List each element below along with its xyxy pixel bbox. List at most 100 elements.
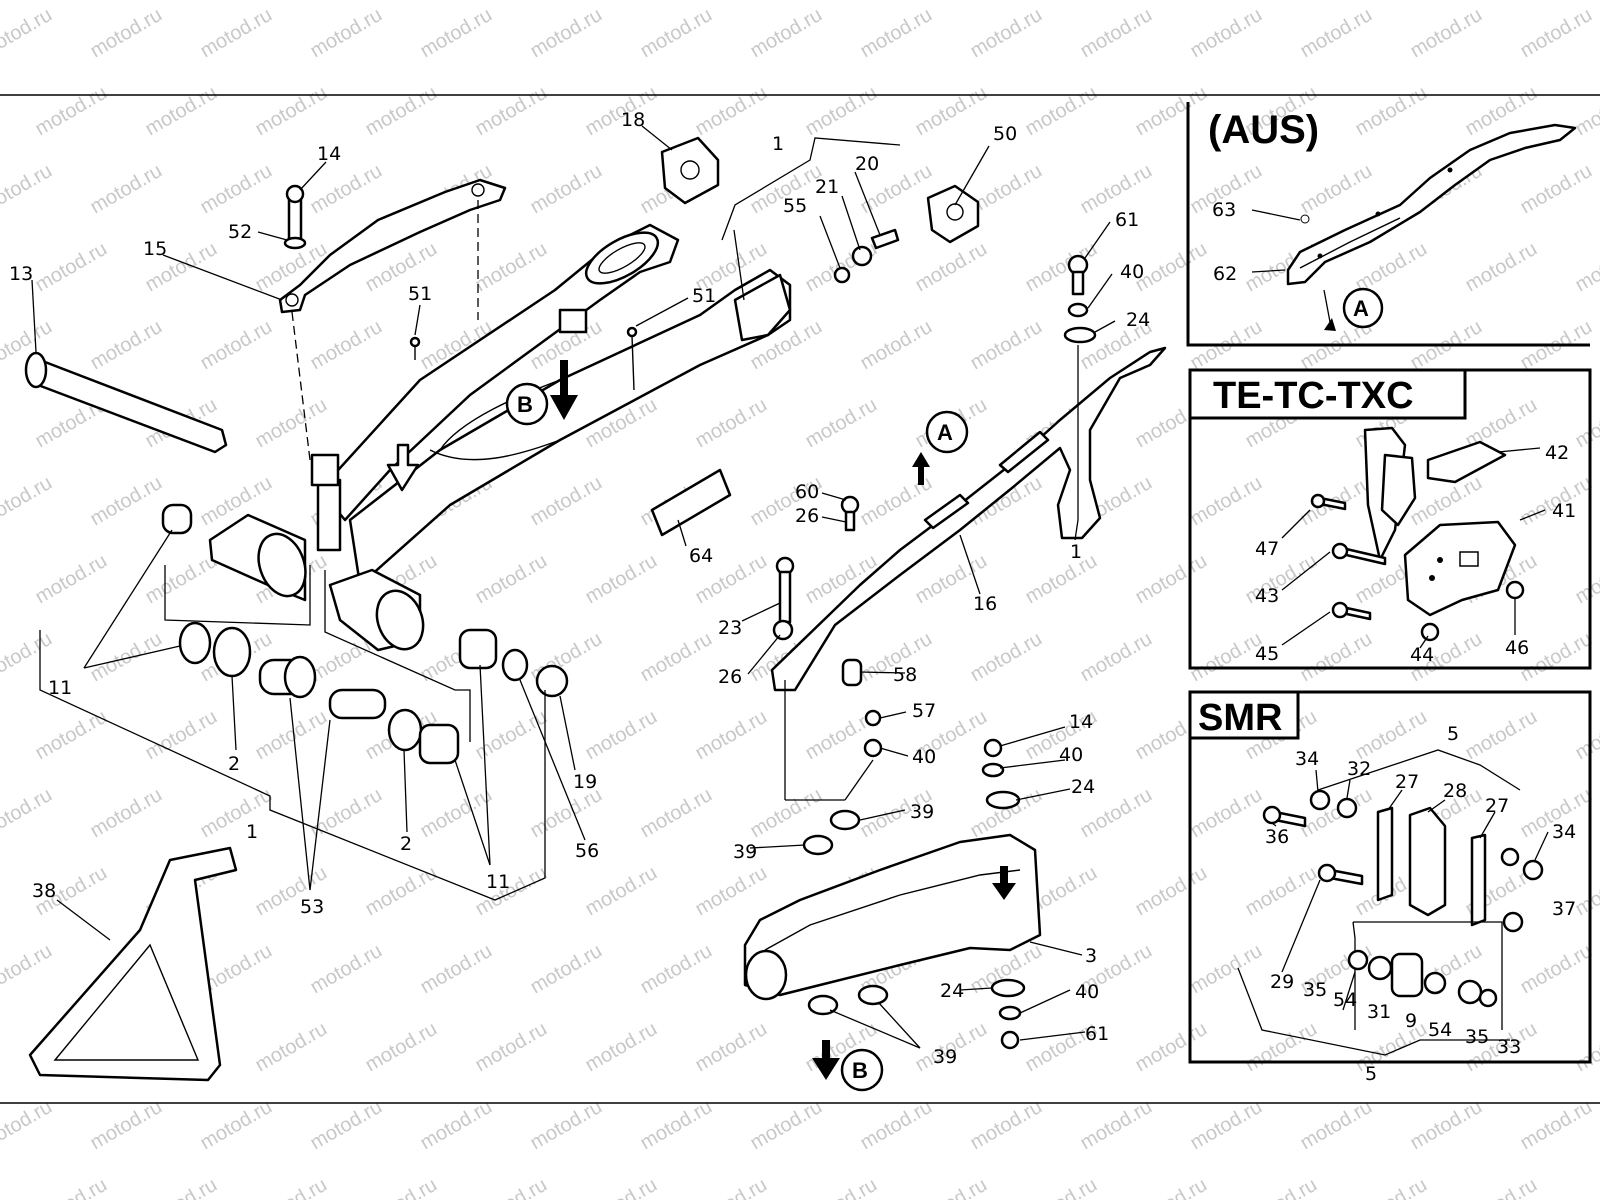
watermark-text: motod.ru	[1352, 82, 1431, 141]
callout-24-mid: 24	[1071, 776, 1095, 798]
chain-guide-lower	[743, 833, 1042, 997]
watermark-text: motod.ru	[362, 862, 441, 921]
callout-14-top: 14	[317, 143, 341, 165]
callout-62: 62	[1213, 263, 1237, 285]
watermark-text: motod.ru	[1462, 706, 1541, 765]
te-guide-plate	[1403, 520, 1517, 617]
watermark-text: motod.ru	[307, 316, 386, 375]
watermark-text: motod.ru	[1187, 1096, 1266, 1155]
watermark-text: motod.ru	[802, 394, 881, 453]
callout-9: 9	[1405, 1010, 1417, 1032]
watermark-text: motod.ru	[1572, 394, 1600, 453]
watermark-text: motod.ru	[692, 394, 771, 453]
callout-leaders	[31, 125, 1116, 1049]
callout-28: 28	[1443, 780, 1467, 802]
callout-27-left: 27	[1395, 771, 1419, 793]
callout-37: 37	[1552, 898, 1576, 920]
watermark-text: motod.ru	[1242, 1018, 1321, 1077]
watermark-text: motod.ru	[1132, 550, 1211, 609]
aus-chain-guard	[1286, 123, 1577, 286]
watermark-text: motod.ru	[142, 1174, 221, 1200]
watermark-text: motod.ru	[582, 706, 661, 765]
watermark-text: motod.ru	[472, 1018, 551, 1077]
watermark-text: motod.ru	[307, 1096, 386, 1155]
watermark-text: motod.ru	[1132, 1174, 1211, 1200]
callout-47: 47	[1255, 538, 1279, 560]
watermark-text: motod.ru	[1517, 940, 1596, 999]
watermark-text: motod.ru	[472, 1174, 551, 1200]
ref-arrow-b	[550, 360, 578, 420]
callout-26-bottom: 26	[718, 666, 742, 688]
watermark-text: motod.ru	[1187, 4, 1266, 63]
watermark-text: motod.ru	[1242, 862, 1321, 921]
ref-label-b-top: B	[517, 392, 533, 417]
watermark-text: motod.ru	[582, 550, 661, 609]
callout-29: 29	[1270, 971, 1294, 993]
callout-34-right: 34	[1552, 821, 1576, 843]
callout-2-right: 2	[400, 833, 412, 855]
chain-adjuster-block-50	[926, 184, 980, 244]
te-tc-txc-panel: TE-TC-TXC	[1188, 368, 1592, 670]
watermark-text: motod.ru	[857, 4, 936, 63]
callout-56: 56	[575, 840, 599, 862]
watermark-text: motod.ru	[1187, 784, 1266, 843]
watermark-text: motod.ru	[1572, 550, 1600, 609]
watermark-text: motod.ru	[197, 4, 276, 63]
callout-57: 57	[912, 700, 936, 722]
watermark-text: motod.ru	[747, 4, 826, 63]
watermark-text: motod.ru	[692, 1018, 771, 1077]
watermark-text: motod.ru	[967, 1096, 1046, 1155]
watermark-text: motod.ru	[87, 1096, 166, 1155]
watermark-text: motod.ru	[637, 940, 716, 999]
watermark-text: motod.ru	[1022, 1174, 1101, 1200]
watermark-text: motod.ru	[362, 82, 441, 141]
watermark-text: motod.ru	[307, 160, 386, 219]
te-panel-title: TE-TC-TXC	[1213, 375, 1414, 417]
callout-24-bottom: 24	[940, 980, 964, 1002]
watermark-text: motod.ru	[1187, 628, 1266, 687]
watermark-text: motod.ru	[87, 316, 166, 375]
watermark-text: motod.ru	[472, 550, 551, 609]
watermark-text: motod.ru	[857, 316, 936, 375]
swingarm: B	[208, 223, 792, 652]
watermark-text: motod.ru	[1352, 1174, 1431, 1200]
callout-42: 42	[1545, 442, 1569, 464]
callout-40-right: 40	[1059, 744, 1083, 766]
watermark-text: motod.ru	[527, 1096, 606, 1155]
watermark-text: motod.ru	[582, 862, 661, 921]
chain-adjuster-block-18	[660, 136, 720, 205]
watermark-text: motod.ru	[417, 1096, 496, 1155]
watermark-text: motod.ru	[1572, 706, 1600, 765]
aus-panel-title: (AUS)	[1208, 108, 1319, 152]
callout-3: 3	[1085, 945, 1097, 967]
watermark-text: motod.ru	[472, 862, 551, 921]
watermark-text: motod.ru	[307, 4, 386, 63]
watermark-text: motod.ru	[0, 784, 56, 843]
callout-61-bottom: 61	[1085, 1023, 1109, 1045]
watermark-text: motod.ru	[527, 160, 606, 219]
watermark-text: motod.ru	[1132, 1018, 1211, 1077]
watermark-text: motod.ru	[1242, 550, 1321, 609]
watermark-text: motod.ru	[0, 4, 56, 63]
callout-39-left: 39	[733, 841, 757, 863]
watermark-text: motod.ru	[692, 706, 771, 765]
callout-1-mid: 1	[1070, 541, 1082, 563]
callout-1-top: 1	[772, 133, 784, 155]
callout-38: 38	[32, 880, 56, 902]
watermark-text: motod.ru	[692, 82, 771, 141]
watermark-text: motod.ru	[527, 472, 606, 531]
callout-15: 15	[143, 238, 167, 260]
callout-40-top: 40	[1120, 261, 1144, 283]
callout-18: 18	[621, 109, 645, 131]
callout-21: 21	[815, 176, 839, 198]
watermark-text: motod.ru	[912, 1174, 991, 1200]
watermark-text: motod.ru	[0, 472, 56, 531]
watermark-text: motod.ru	[637, 784, 716, 843]
watermark-text: motod.ru	[362, 1018, 441, 1077]
watermark-text: motod.ru	[857, 1096, 936, 1155]
watermark-text: motod.ru	[1462, 238, 1541, 297]
ref-label-b-bottom: B	[852, 1058, 868, 1083]
ref-label-a-main: A	[937, 420, 953, 445]
callout-5-bottom: 5	[1365, 1063, 1377, 1085]
watermark-text: motod.ru	[637, 1096, 716, 1155]
